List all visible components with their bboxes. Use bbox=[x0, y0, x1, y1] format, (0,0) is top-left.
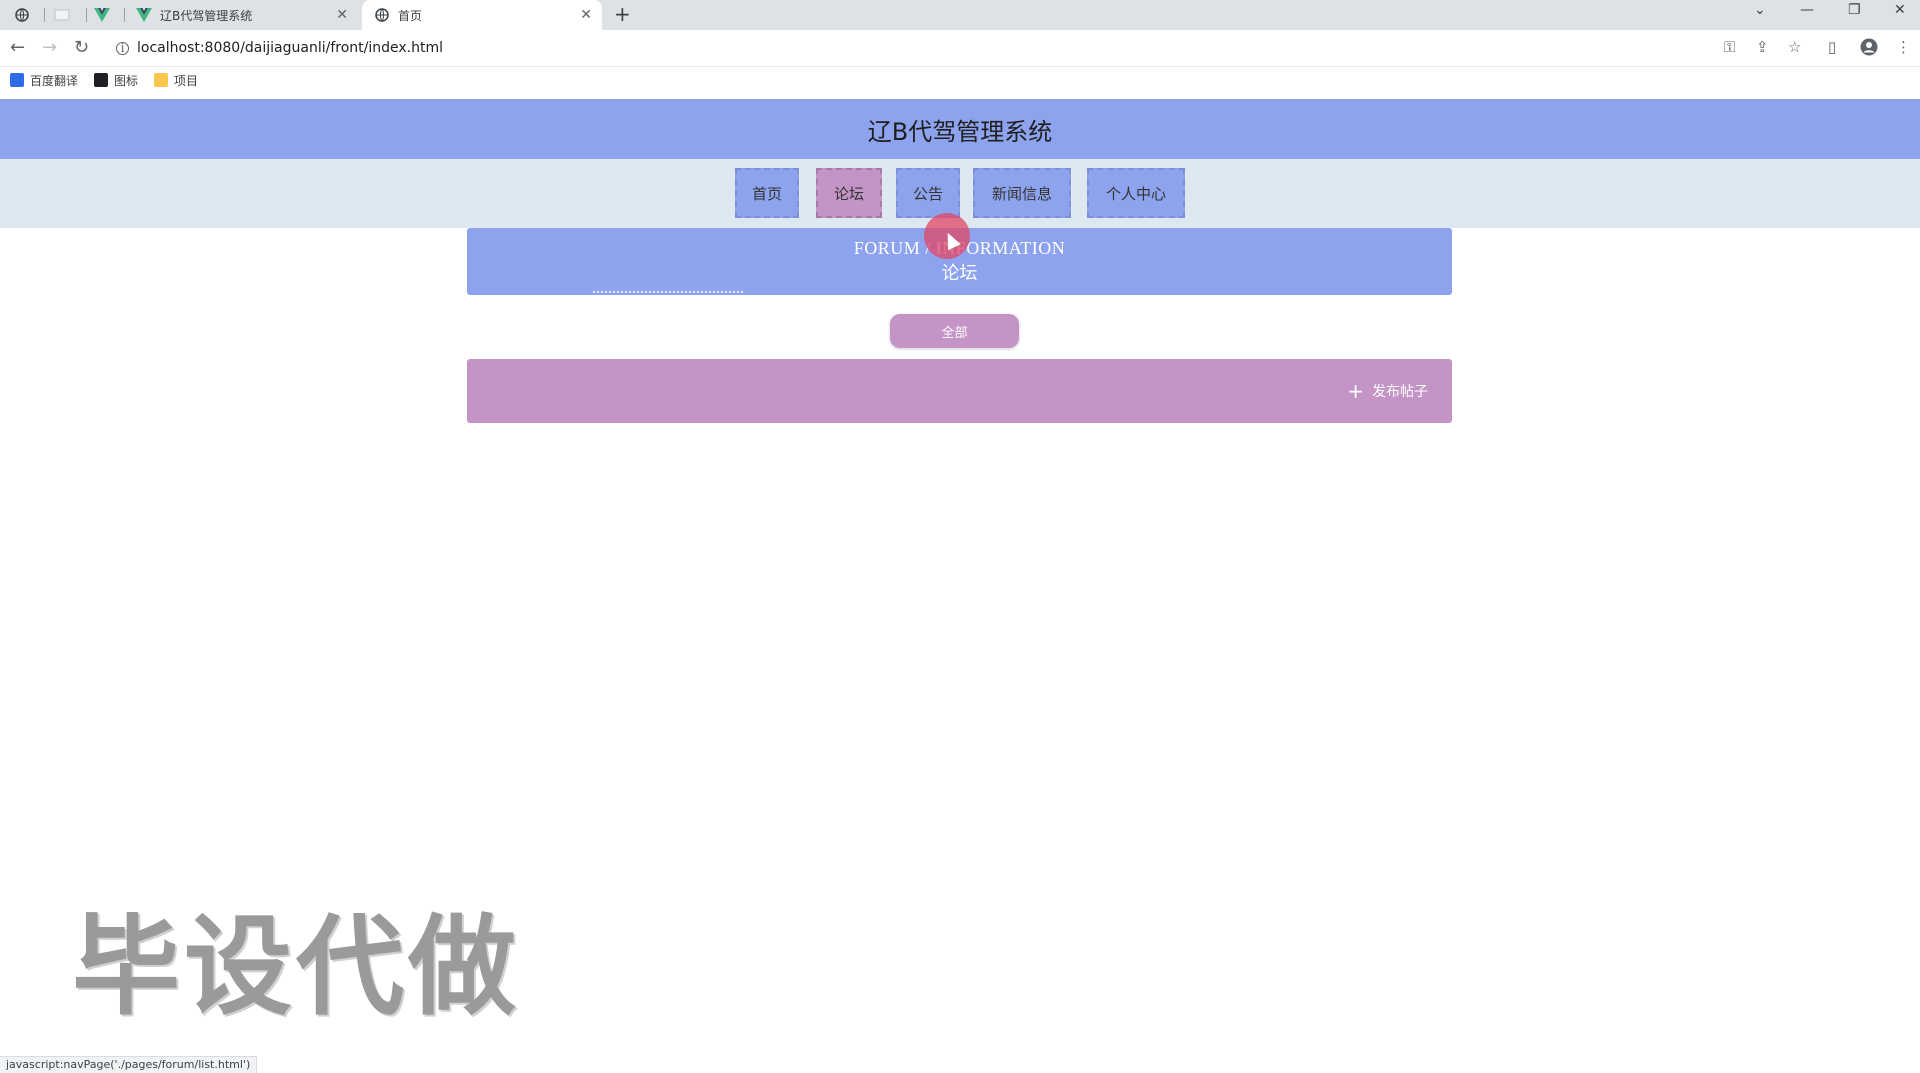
restore-button[interactable]: ❐ bbox=[1848, 2, 1861, 18]
filter-all-button[interactable]: 全部 bbox=[890, 314, 1019, 348]
tab-pinned-3[interactable] bbox=[94, 0, 118, 30]
tab-pinned-2[interactable] bbox=[54, 0, 78, 30]
key-icon[interactable]: ⚿ bbox=[1724, 38, 1736, 56]
new-tab-button[interactable]: + bbox=[614, 2, 631, 26]
back-arrow-icon[interactable]: ← bbox=[10, 37, 26, 58]
bookmark-icons[interactable]: 图标 bbox=[94, 72, 138, 89]
tab-pinned-1[interactable] bbox=[14, 0, 38, 30]
tab-title: 辽B代驾管理系统 bbox=[160, 8, 253, 23]
close-icon[interactable]: ✕ bbox=[580, 7, 592, 23]
bookmark-project-folder[interactable]: 项目 bbox=[154, 72, 198, 89]
watermark: 毕设代做 bbox=[72, 905, 521, 1030]
folder-icon bbox=[154, 73, 169, 87]
close-window-button[interactable]: ✕ bbox=[1894, 2, 1906, 18]
publish-post-label: 发布帖子 bbox=[1372, 384, 1428, 400]
close-icon[interactable]: ✕ bbox=[336, 7, 348, 23]
image-icon bbox=[94, 73, 109, 87]
tab-home[interactable]: 首页 ✕ bbox=[362, 0, 602, 30]
post-toolbar: + 发布帖子 bbox=[467, 359, 1452, 423]
tab-search-icon[interactable]: ⌄ bbox=[1754, 2, 1766, 18]
minimize-button[interactable]: — bbox=[1800, 2, 1814, 18]
side-panel-icon[interactable]: ▯ bbox=[1828, 38, 1837, 56]
site-header: 辽B代驾管理系统 bbox=[0, 99, 1920, 159]
bookmarks-bar: 百度翻译 图标 项目 bbox=[0, 67, 1920, 93]
menu-kebab-icon[interactable]: ⋮ bbox=[1896, 38, 1911, 56]
globe-icon bbox=[374, 7, 390, 23]
menu-item-personal-center[interactable]: 个人中心 bbox=[1087, 168, 1185, 218]
blank-page-icon bbox=[54, 7, 70, 23]
url-text: localhost:8080/daijiaguanli/front/index.… bbox=[137, 40, 443, 56]
translate-icon bbox=[10, 73, 24, 87]
star-icon[interactable]: ☆ bbox=[1788, 38, 1802, 56]
browser-tabstrip: 辽B代驾管理系统 ✕ 首页 ✕ + ⌄ — ❐ ✕ bbox=[0, 0, 1920, 30]
bookmark-label: 图标 bbox=[114, 73, 139, 88]
vue-logo-icon bbox=[136, 7, 152, 23]
menu-item-forum[interactable]: 论坛 bbox=[816, 168, 882, 218]
share-icon[interactable]: ⇪ bbox=[1756, 38, 1769, 56]
site-title: 辽B代驾管理系统 bbox=[867, 117, 1053, 146]
tab-title: 首页 bbox=[398, 8, 423, 23]
bookmark-label: 百度翻译 bbox=[30, 73, 79, 88]
status-bar-url: javascript:navPage('./pages/forum/list.h… bbox=[0, 1056, 258, 1073]
address-bar[interactable]: i localhost:8080/daijiaguanli/front/inde… bbox=[104, 33, 1804, 63]
publish-post-button[interactable]: + 发布帖子 bbox=[1347, 381, 1428, 401]
profile-avatar-icon[interactable] bbox=[1860, 38, 1878, 60]
menu-item-news[interactable]: 新闻信息 bbox=[973, 168, 1071, 218]
tab-admin[interactable]: 辽B代驾管理系统 ✕ bbox=[132, 0, 358, 30]
banner-decoration bbox=[593, 289, 743, 293]
reload-icon[interactable]: ↻ bbox=[74, 37, 90, 58]
menu-item-notice[interactable]: 公告 bbox=[896, 168, 960, 218]
globe-icon bbox=[14, 7, 30, 23]
info-icon[interactable]: i bbox=[116, 41, 129, 55]
forward-arrow-icon[interactable]: → bbox=[42, 37, 58, 58]
bookmark-label: 项目 bbox=[174, 73, 199, 88]
browser-toolbar: ← → ↻ i localhost:8080/daijiaguanli/fron… bbox=[0, 30, 1920, 67]
forum-title-cn: 论坛 bbox=[941, 263, 978, 283]
cursor-highlight bbox=[924, 213, 970, 259]
forum-banner: FORUM / INFORMATION 论坛 bbox=[467, 228, 1452, 295]
plus-icon: + bbox=[1347, 379, 1364, 403]
bookmark-baidu-translate[interactable]: 百度翻译 bbox=[10, 72, 78, 89]
vue-logo-icon bbox=[94, 7, 110, 23]
menu-item-home[interactable]: 首页 bbox=[735, 168, 799, 218]
